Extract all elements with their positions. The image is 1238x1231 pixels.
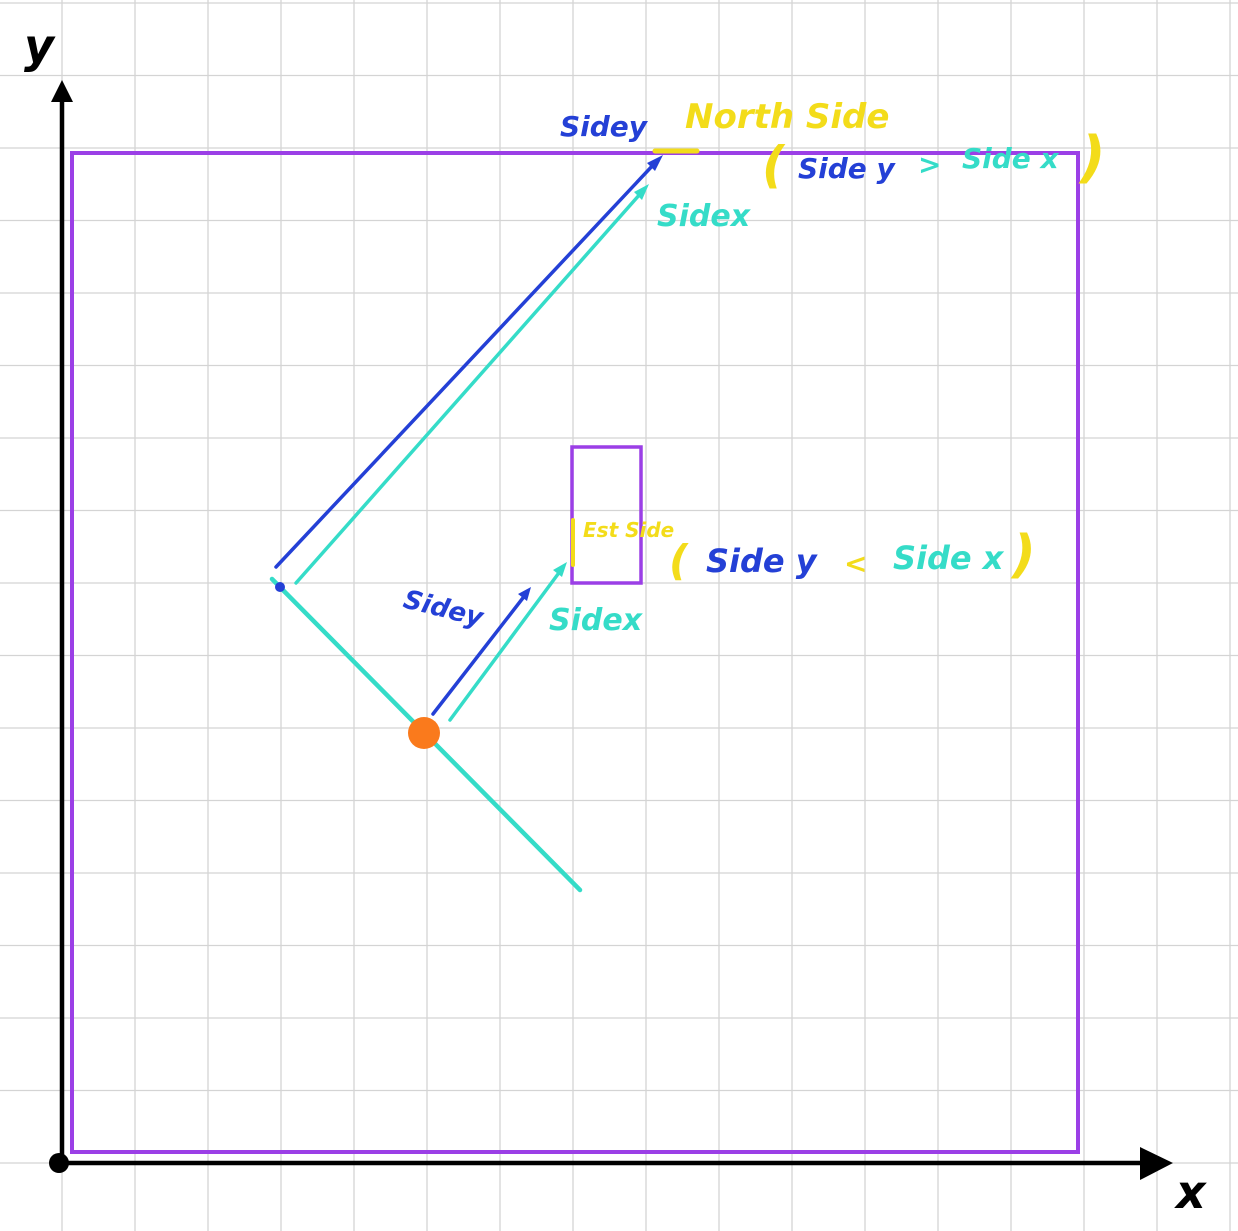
north-ray-sidex-arrow-icon [634,184,649,200]
east-ray-sidex [448,568,563,722]
y-axis-label: y [24,19,56,73]
north-ray-sidey [274,161,657,569]
east-side-label: Est Side [583,518,674,542]
x-axis-arrow-icon [1140,1147,1173,1180]
east-sidex-label: Sidex [549,603,644,638]
inner-wall [570,445,643,585]
player-dot [408,717,440,749]
north-ray-sidey-arrow-icon [647,155,663,171]
east-compare-op: < [844,547,867,580]
east-compare-sidex: Side x [893,539,1005,577]
east-ray-sidey [431,592,528,716]
north-sidex-label: Sidex [657,199,752,234]
north-ray-sidex [294,191,643,585]
north-compare-sidex: Side x [962,142,1060,175]
north-sidey-label: Sidey [560,110,649,143]
east-ray-sidey-arrow-icon [518,587,531,601]
north-compare-sidey: Side y [798,152,897,185]
origin-dot [49,1153,69,1173]
north-close-paren: ) [1078,125,1106,190]
east-open-paren: ( [669,536,689,585]
north-compare-op: > [918,148,941,181]
north-open-paren: ( [762,136,786,194]
ray-origin-dot [275,582,285,592]
east-compare-sidey: Side y [706,542,818,580]
north-side-label: North Side [685,97,889,137]
east-sidey-label: Sidey [400,585,487,634]
x-axis-label: x [1174,1165,1207,1219]
east-close-paren: ) [1010,525,1036,585]
outer-wall [70,151,1080,1154]
y-axis-arrow-icon [51,80,73,102]
east-ray-sidex-arrow-icon [553,562,567,577]
